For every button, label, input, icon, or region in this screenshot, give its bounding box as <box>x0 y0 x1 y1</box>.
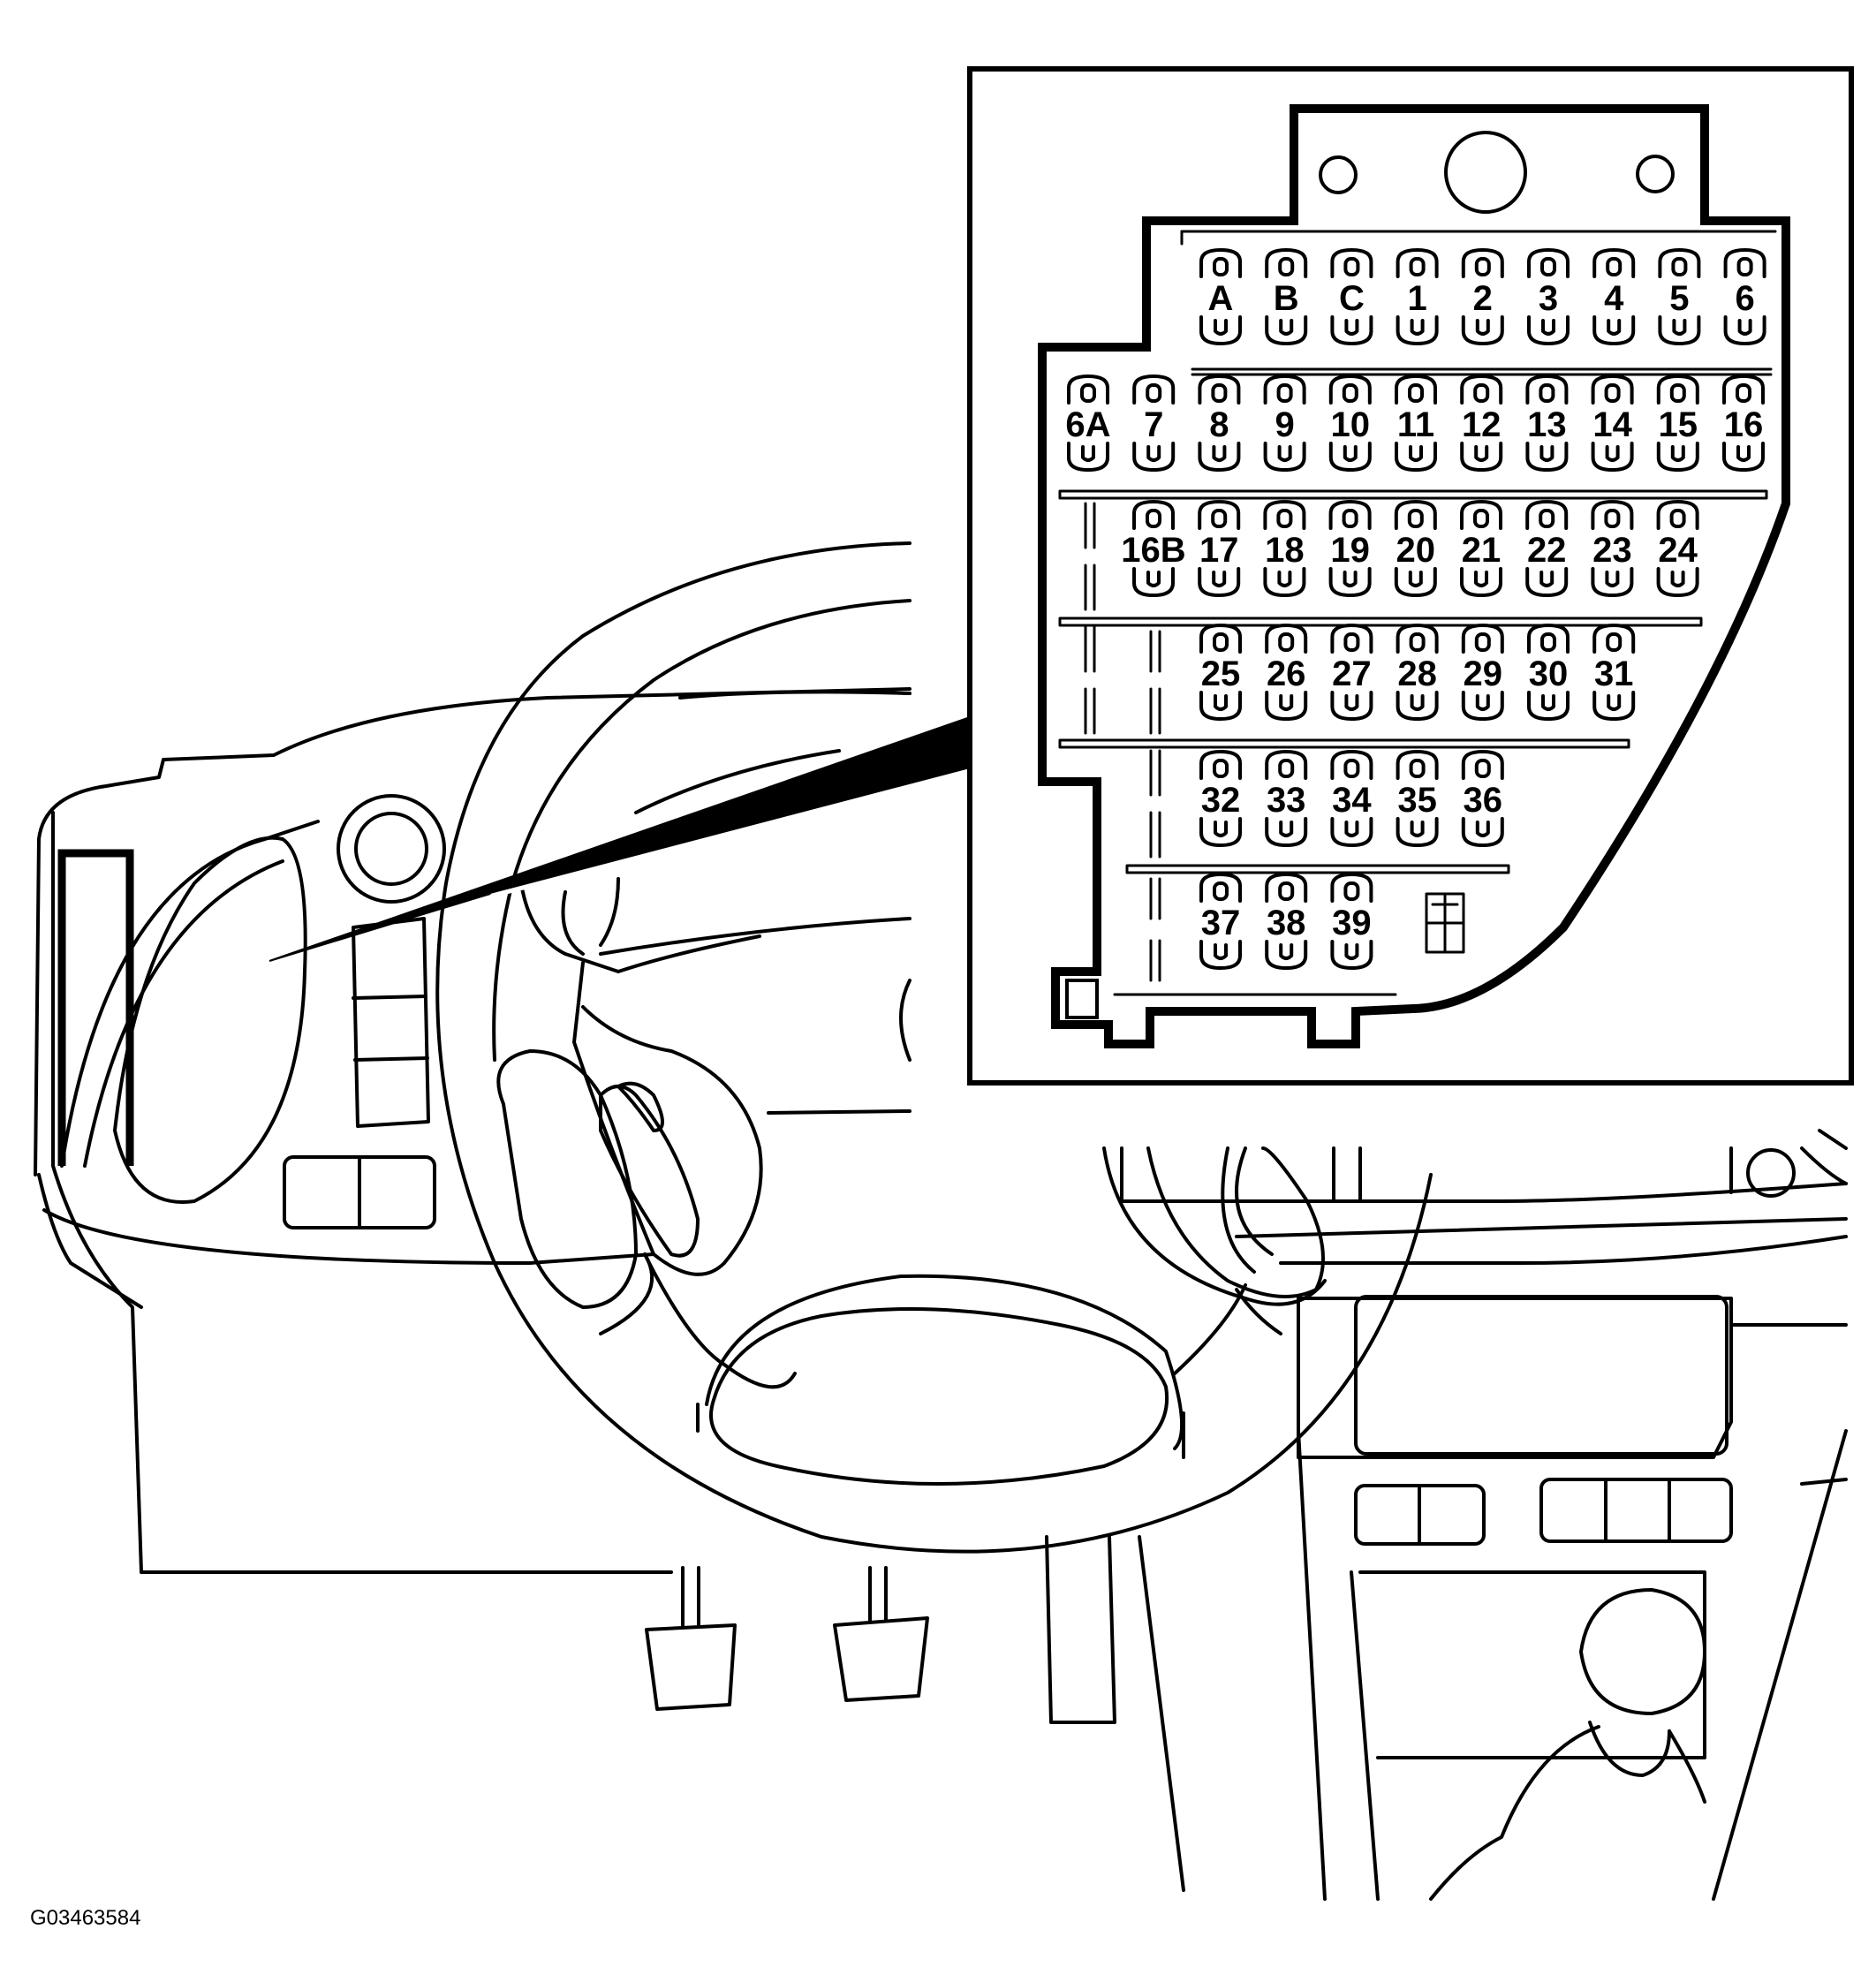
fuse-6: 6 <box>1723 248 1766 345</box>
fuse-label: 4 <box>1604 279 1624 318</box>
fuse-35: 35 <box>1396 750 1439 847</box>
fuse-21: 21 <box>1460 500 1502 597</box>
fuse-label: 11 <box>1397 405 1434 444</box>
fuse-label: C <box>1339 279 1365 318</box>
dashboard-illustration <box>34 687 1848 1901</box>
fuse-label: 8 <box>1209 405 1229 444</box>
fuse-label: 22 <box>1527 531 1567 570</box>
fuse-label: B <box>1274 279 1299 318</box>
fuse-25: 25 <box>1199 624 1242 721</box>
fuse-label: 1 <box>1407 279 1426 318</box>
fuse-label: 27 <box>1332 654 1372 693</box>
fuse-label: 32 <box>1201 781 1241 820</box>
fuse-5: 5 <box>1658 248 1701 345</box>
fuse-label: 14 <box>1592 405 1632 444</box>
fuse-20: 20 <box>1394 500 1437 597</box>
fuse-label: A <box>1208 279 1234 318</box>
fuse-label: 6 <box>1735 279 1754 318</box>
fuse-23: 23 <box>1591 500 1634 597</box>
fuse-label: 10 <box>1331 405 1371 444</box>
fuse-36: 36 <box>1461 750 1504 847</box>
fuse-29: 29 <box>1461 624 1504 721</box>
fuse-17: 17 <box>1198 500 1241 597</box>
fuse-1: 1 <box>1396 248 1439 345</box>
fuse-label: 19 <box>1330 531 1370 570</box>
fuse-33: 33 <box>1265 750 1308 847</box>
fuse-label: 21 <box>1462 531 1502 570</box>
fuse-b: B <box>1265 248 1308 345</box>
fuse-10: 10 <box>1328 374 1372 472</box>
fuse-label: 36 <box>1464 781 1503 820</box>
fuse-label: 18 <box>1265 531 1305 570</box>
fuse-label: 38 <box>1267 904 1306 942</box>
fuse-label: 5 <box>1669 279 1689 318</box>
fuse-label: 37 <box>1201 904 1241 942</box>
relay-icon <box>1425 892 1465 954</box>
fuse-label: 24 <box>1658 531 1698 570</box>
fuse-16b: 16B <box>1121 500 1186 597</box>
fuse-label: 17 <box>1199 531 1239 570</box>
fuse-label: 26 <box>1267 654 1306 693</box>
fuse-37: 37 <box>1199 873 1242 970</box>
fuse-8: 8 <box>1198 374 1241 472</box>
figure-id: G03463584 <box>30 1906 141 1930</box>
fuse-18: 18 <box>1263 500 1306 597</box>
fuse-26: 26 <box>1265 624 1308 721</box>
fuse-label: 3 <box>1539 279 1558 318</box>
fuse-label: 2 <box>1473 279 1493 318</box>
fuse-9: 9 <box>1263 374 1306 472</box>
fuse-label: 16 <box>1724 405 1764 444</box>
fuse-32: 32 <box>1199 750 1242 847</box>
fuse-label: 34 <box>1332 781 1372 820</box>
fuse-label: 9 <box>1275 405 1294 444</box>
fuse-6a: 6A <box>1065 374 1111 472</box>
fuse-label: 12 <box>1462 405 1502 444</box>
fuse-label: 28 <box>1397 654 1437 693</box>
fuse-label: 15 <box>1659 405 1698 444</box>
fuse-28: 28 <box>1396 624 1439 721</box>
fuse-7: 7 <box>1132 374 1176 472</box>
fuse-3: 3 <box>1527 248 1570 345</box>
fuse-label: 7 <box>1144 405 1163 444</box>
fuse-16: 16 <box>1722 374 1765 472</box>
fuse-label: 6A <box>1065 405 1110 444</box>
fuse-4: 4 <box>1592 248 1636 345</box>
fuse-label: 20 <box>1396 531 1436 570</box>
fuse-label: 33 <box>1267 781 1306 820</box>
fuse-label: 29 <box>1464 654 1503 693</box>
fuse-label: 16B <box>1121 531 1185 570</box>
fuse-label: 25 <box>1201 654 1241 693</box>
fuse-2: 2 <box>1461 248 1504 345</box>
fuse-27: 27 <box>1330 624 1373 721</box>
fuse-38: 38 <box>1265 873 1308 970</box>
fuse-a: A <box>1199 248 1242 345</box>
fuse-label: 23 <box>1592 531 1632 570</box>
fuse-19: 19 <box>1328 500 1372 597</box>
fuse-label: 30 <box>1529 654 1569 693</box>
steering-wheel <box>435 541 1433 1554</box>
fuse-22: 22 <box>1525 500 1569 597</box>
fuse-11: 11 <box>1395 374 1437 472</box>
fuse-34: 34 <box>1330 750 1373 847</box>
fuse-label: 13 <box>1527 405 1567 444</box>
fuse-24: 24 <box>1656 500 1699 597</box>
fuse-label: 35 <box>1397 781 1437 820</box>
fuse-31: 31 <box>1592 624 1636 721</box>
fuse-39: 39 <box>1330 873 1373 970</box>
fuse-c: C <box>1330 248 1373 345</box>
fuse-30: 30 <box>1527 624 1570 721</box>
fuse-12: 12 <box>1460 374 1503 472</box>
fuse-13: 13 <box>1525 374 1569 472</box>
fuse-14: 14 <box>1591 374 1634 472</box>
inset-pointer <box>269 715 971 962</box>
fuse-label: 31 <box>1594 654 1634 693</box>
fuse-15: 15 <box>1656 374 1699 472</box>
fuse-label: 39 <box>1332 904 1372 942</box>
